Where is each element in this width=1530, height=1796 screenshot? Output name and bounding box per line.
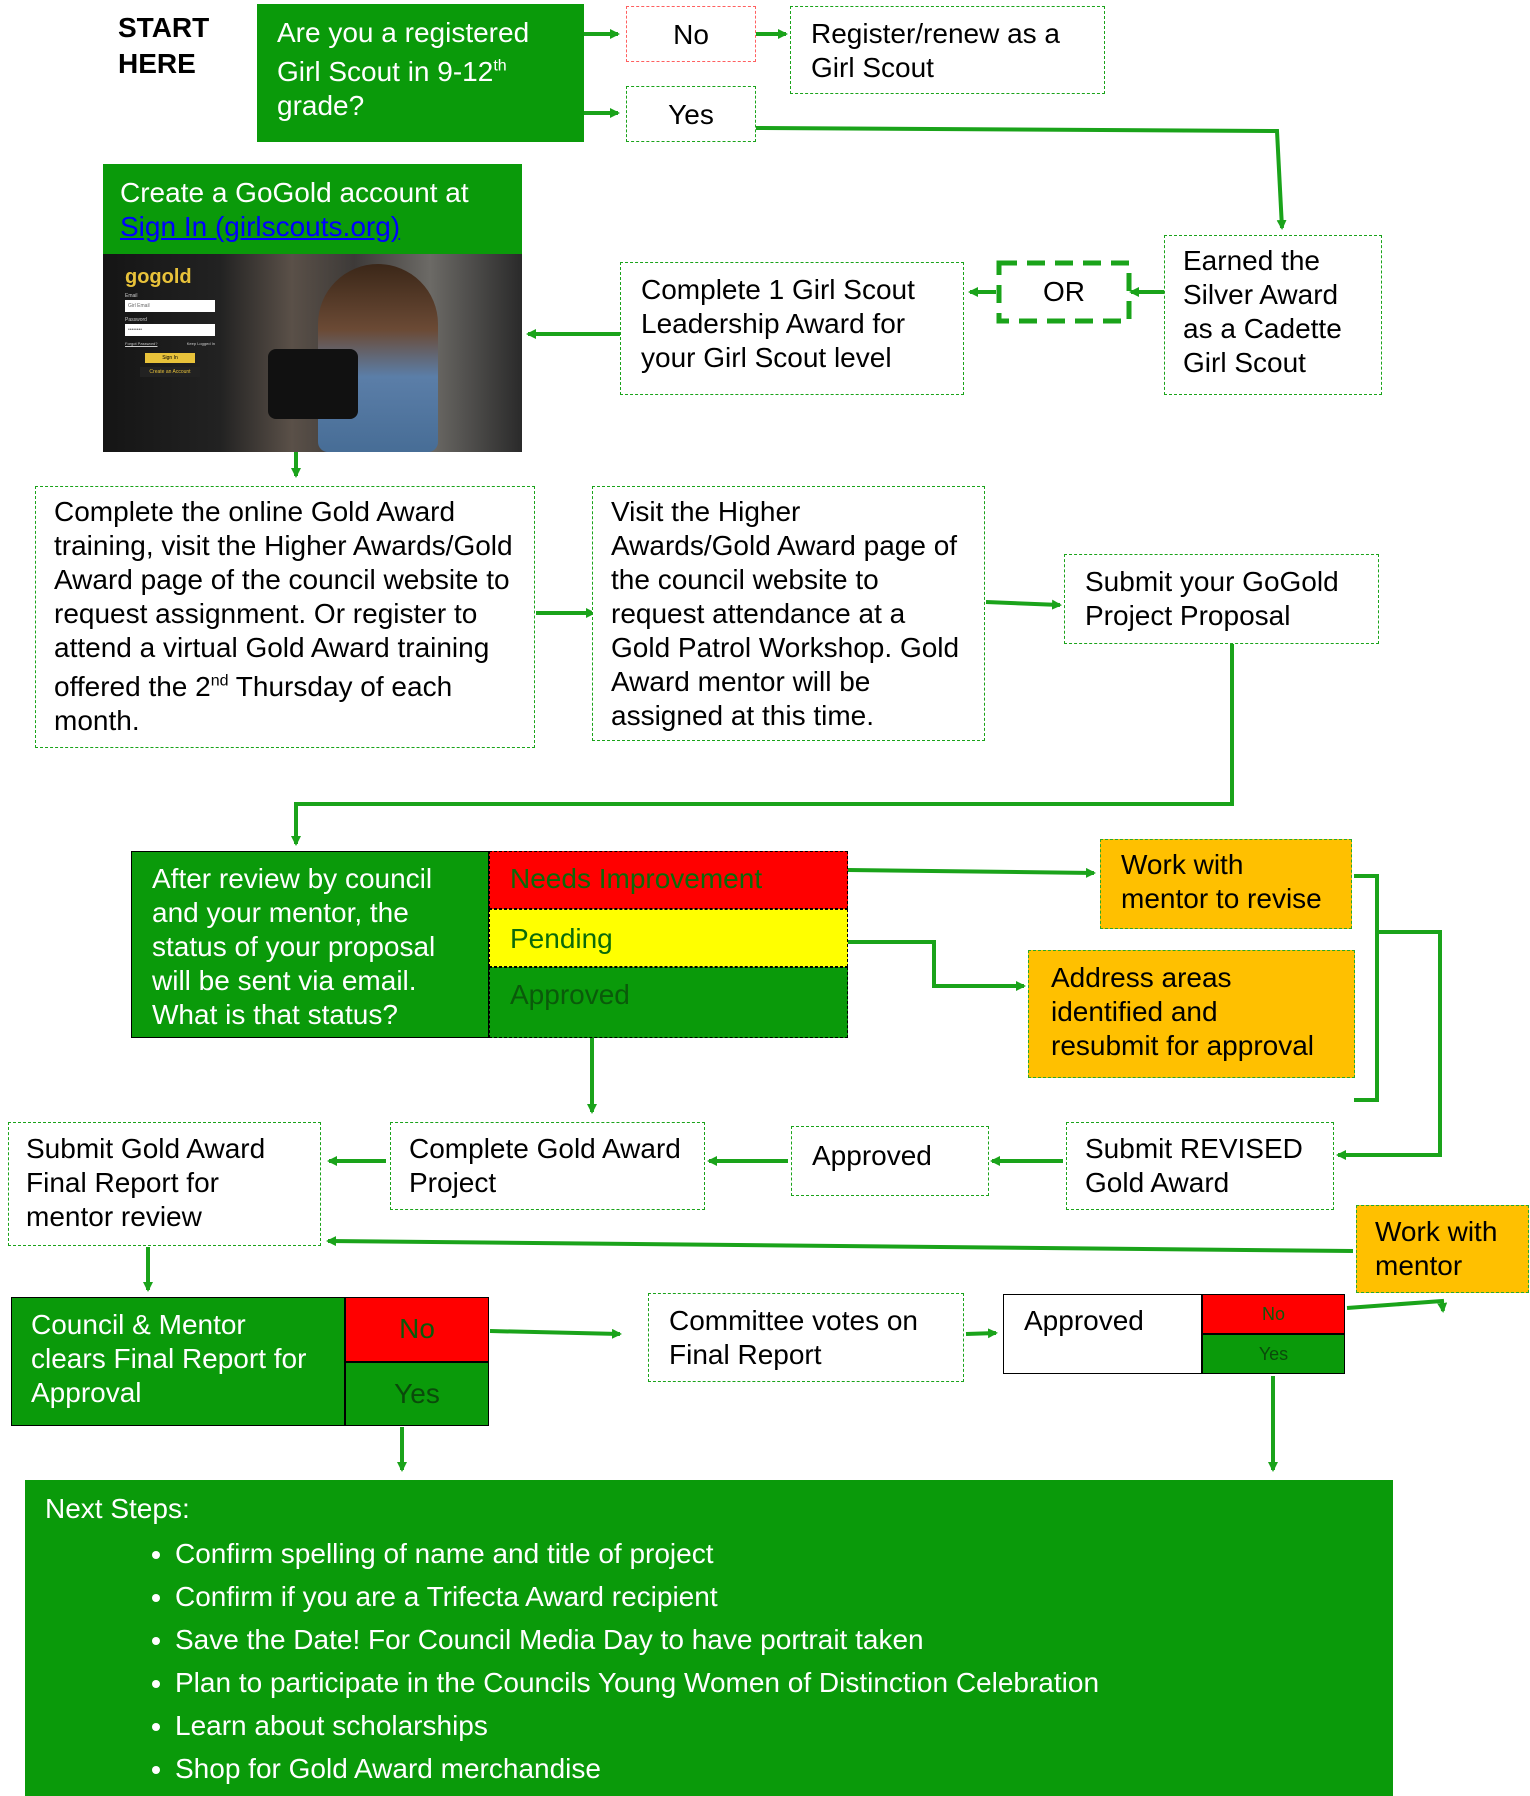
arrow-pending-address: [848, 940, 1026, 991]
next-step-item: Shop for Gold Award merchandise: [175, 1747, 1373, 1790]
next-step-item: Confirm spelling of name and title of pr…: [175, 1532, 1373, 1575]
arrow-bracket-work: [1354, 874, 1379, 1102]
arrow-bracket-address: [1336, 930, 1442, 1160]
leadership-award-box: Complete 1 Girl Scout Leadership Award f…: [620, 262, 964, 395]
arrow-council-committee: [489, 1328, 622, 1339]
council-clears-text: Council & Mentor clears Final Report for…: [31, 1309, 307, 1408]
next-steps-box: Next Steps: Confirm spelling of name and…: [25, 1480, 1393, 1796]
yes-box: Yes: [626, 86, 756, 142]
keep-logged-in-checkbox[interactable]: Keep Logged In: [186, 341, 215, 346]
next-steps-title: Next Steps:: [45, 1493, 190, 1524]
work-with-mentor-box: Work with mentor: [1356, 1205, 1529, 1293]
sign-in-button[interactable]: Sign In: [145, 353, 195, 363]
forgot-password-link[interactable]: Forgot Password?: [125, 341, 158, 346]
no-label: No: [673, 19, 709, 50]
council-no-label: No: [399, 1313, 435, 1344]
gold-training-box: Complete the online Gold Award training,…: [35, 486, 535, 748]
committee-votes-box: Committee votes on Final Report: [648, 1293, 964, 1382]
status-needs-improvement: Needs Improvement: [489, 851, 848, 909]
gold-patrol-text: Visit the Higher Awards/Gold Award page …: [611, 496, 960, 731]
arrow-needs-work: [847, 867, 1096, 878]
needs-improvement-label: Needs Improvement: [510, 863, 763, 894]
next-step-item: Save the Date! For Council Media Day to …: [175, 1618, 1373, 1661]
submit-revised-box: Submit REVISED Gold Award: [1066, 1122, 1334, 1210]
next-step-item: Confirm if you are a Trifecta Award reci…: [175, 1575, 1373, 1618]
submit-proposal-text: Submit your GoGold Project Proposal: [1085, 566, 1339, 631]
submit-proposal-box: Submit your GoGold Project Proposal: [1064, 554, 1379, 644]
complete-project-text: Complete Gold Award Project: [409, 1133, 681, 1198]
council-no-box: No: [345, 1297, 489, 1362]
gogold-account-text: Create a GoGold account at: [120, 177, 469, 208]
gogold-account-box: Create a GoGold account at Sign In (girl…: [103, 164, 522, 254]
final-yes-label: Yes: [1258, 1344, 1289, 1364]
approved-label: Approved: [510, 979, 630, 1010]
photo-camera: [268, 349, 358, 419]
registered-question-box: Are you a registered Girl Scout in 9-12t…: [257, 4, 584, 142]
work-with-mentor-text: Work with mentor: [1375, 1216, 1498, 1281]
or-box: [996, 260, 1132, 324]
register-box: Register/renew as a Girl Scout: [790, 6, 1105, 94]
silver-award-text: Earned the Silver Award as a Cadette Gir…: [1183, 245, 1342, 378]
address-areas-box: Address areas identified and resubmit fo…: [1028, 950, 1355, 1078]
complete-project-box: Complete Gold Award Project: [390, 1122, 705, 1210]
submit-revised-text: Submit REVISED Gold Award: [1085, 1133, 1303, 1198]
gogold-logo: gogold: [125, 266, 192, 288]
council-clears-box: Council & Mentor clears Final Report for…: [11, 1297, 345, 1426]
or-label: OR: [1003, 275, 1125, 309]
work-revise-box: Work with mentor to revise: [1100, 839, 1352, 929]
registered-question-text: Are you a registered Girl Scout in 9-12t…: [277, 17, 530, 122]
login-form: gogold Email Girl Email Password •••••••…: [125, 266, 215, 377]
register-text: Register/renew as a Girl Scout: [811, 18, 1061, 83]
review-status-box: After review by council and your mentor,…: [131, 851, 489, 1038]
arrow-no-work: [1346, 1298, 1448, 1313]
approved-mid-box: Approved: [791, 1126, 989, 1196]
committee-votes-text: Committee votes on Final Report: [669, 1305, 918, 1370]
no-box: No: [626, 6, 756, 62]
gold-training-text: Complete the online Gold Award training,…: [54, 496, 513, 737]
arrow-yes-silver: [755, 126, 1287, 230]
gogold-login-screenshot: gogold Email Girl Email Password •••••••…: [103, 254, 522, 452]
approved-mid-text: Approved: [812, 1140, 932, 1171]
leadership-award-text: Complete 1 Girl Scout Leadership Award f…: [641, 274, 915, 373]
create-account-button[interactable]: Create an Account: [140, 367, 200, 377]
arrow-committee-approved: [965, 1328, 998, 1339]
final-no-box: No: [1202, 1294, 1345, 1334]
final-approved-text: Approved: [1024, 1305, 1144, 1336]
final-report-box: Submit Gold Award Final Report for mento…: [8, 1122, 321, 1246]
arrow-submit-review: [291, 644, 1234, 846]
start-label: START HERE: [118, 10, 238, 82]
final-yes-box: Yes: [1202, 1334, 1345, 1374]
final-report-text: Submit Gold Award Final Report for mento…: [26, 1133, 266, 1232]
next-step-item: Plan to participate in the Councils Youn…: [175, 1661, 1373, 1704]
status-approved: Approved: [489, 967, 848, 1038]
next-step-item: Learn about scholarships: [175, 1704, 1373, 1747]
work-revise-text: Work with mentor to revise: [1121, 849, 1322, 914]
status-pending: Pending: [489, 909, 848, 967]
password-field[interactable]: ••••••••: [125, 324, 215, 336]
yes-label: Yes: [668, 99, 714, 130]
start-label-text: START HERE: [118, 12, 210, 79]
gold-patrol-box: Visit the Higher Awards/Gold Award page …: [592, 486, 985, 741]
final-no-label: No: [1261, 1304, 1285, 1324]
arrow-work-final: [326, 1236, 1354, 1253]
final-approved-box: Approved: [1003, 1294, 1202, 1374]
review-status-text: After review by council and your mentor,…: [152, 863, 436, 1030]
or-text: OR: [1043, 276, 1085, 307]
pending-label: Pending: [510, 923, 613, 954]
address-areas-text: Address areas identified and resubmit fo…: [1051, 962, 1315, 1061]
next-steps-list: Confirm spelling of name and title of pr…: [45, 1532, 1373, 1790]
council-yes-box: Yes: [345, 1362, 489, 1426]
gogold-signin-link[interactable]: Sign In (girlscouts.org): [120, 211, 401, 242]
password-label: Password: [125, 317, 147, 323]
silver-award-box: Earned the Silver Award as a Cadette Gir…: [1164, 235, 1382, 395]
email-field[interactable]: Girl Email: [125, 300, 215, 312]
arrow-visit-submit: [985, 599, 1062, 610]
council-yes-label: Yes: [394, 1378, 440, 1409]
email-label: Email: [125, 293, 138, 299]
